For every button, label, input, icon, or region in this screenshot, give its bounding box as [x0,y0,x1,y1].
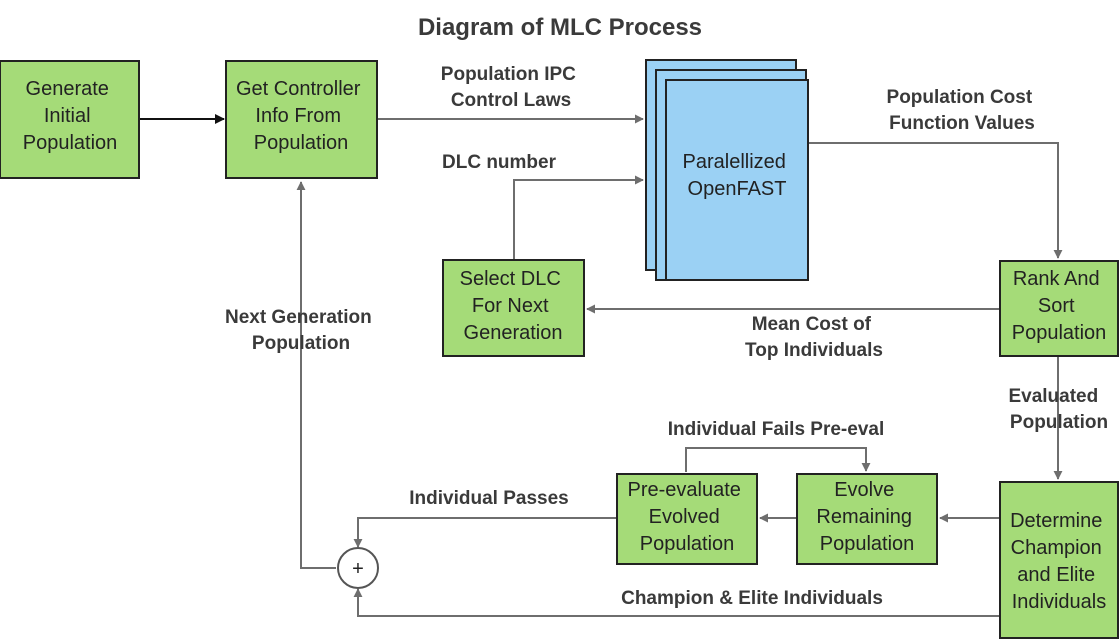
evolve-remaining-label: Evolve Remaining Population [816,479,917,555]
rank-and-sort-box [999,260,1119,357]
get-controller-info-box [225,60,378,179]
edge-label-dlc-number: DLC number [442,152,557,173]
select-dlc-box [442,259,585,357]
pre-evaluate-box [616,473,758,565]
edge-label-mean-cost: Mean Cost of Top Individuals [745,314,883,361]
pre-evaluate-label: Pre-evaluate Evolved Population [628,479,747,555]
edge-label-champion-elite: Champion & Elite Individuals [621,588,883,609]
edge-label-passes: Individual Passes [409,488,568,509]
edge-preevaluate-to-evolve [685,447,871,472]
edge-label-population-ipc: Population IPC Control Laws [441,64,581,111]
generate-initial-population-box [0,60,140,179]
determine-champion-label: Determine Champion and Elite Individuals [1010,510,1108,613]
edge-sum-to-controller [296,181,336,569]
determine-champion-box [999,481,1119,639]
edge-label-population-cost: Population Cost Function Values [887,87,1038,134]
edge-label-evaluated-population: Evaluated Population [1008,386,1108,433]
evolve-remaining-box [796,473,938,565]
rank-and-sort-label: Rank And Sort Population [1012,268,1107,344]
generate-initial-population-label: Generate Initial Population [23,78,118,154]
select-dlc-label: Select DLC For Next Generation [460,268,567,344]
sum-junction [337,547,379,589]
sum-junction-symbol: + [352,558,364,580]
diagram-title: Diagram of MLC Process [418,14,702,41]
edge-dlc-to-openfast [513,175,644,260]
edge-determine-to-sum [353,588,1000,617]
edge-openfast-to-rank [808,142,1063,259]
edge-label-next-generation: Next Generation Population [225,307,377,354]
edge-preevaluate-to-sum [353,517,616,548]
connectors [140,114,1063,617]
openfast-label: Paralellized OpenFAST [683,151,792,200]
openfast-box [665,79,809,281]
edge-label-fails-preeval: Individual Fails Pre-eval [668,419,884,440]
get-controller-info-label: Get Controller Info From Population [236,78,366,154]
